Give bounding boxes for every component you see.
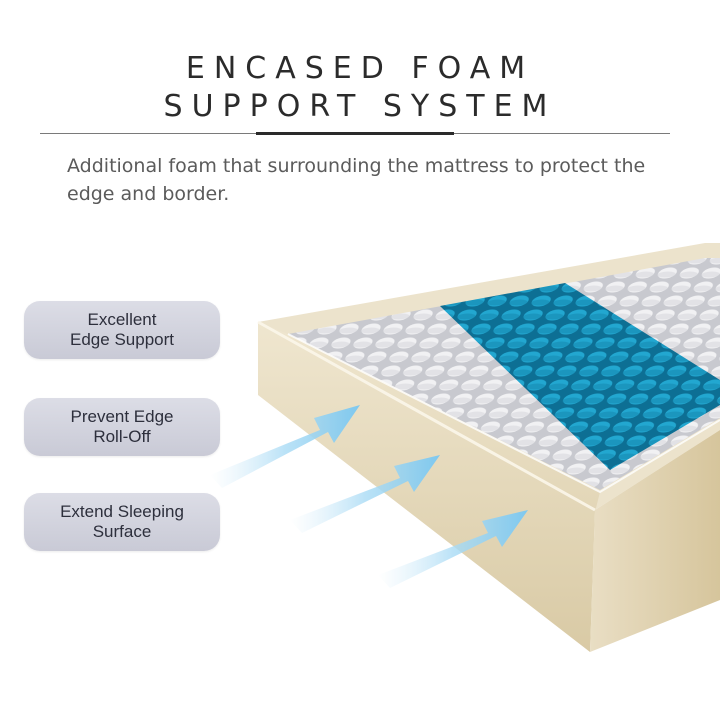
feature-label-line-1: Excellent — [87, 310, 157, 329]
arrow-icon — [290, 455, 440, 533]
feature-edge-support: Excellent Edge Support — [24, 301, 220, 359]
feature-label-line-2: Surface — [92, 522, 152, 541]
feature-label-line-1: Prevent Edge — [70, 407, 174, 426]
page-title: ENCASED FOAM SUPPORT SYSTEM — [0, 50, 720, 126]
arrow-icon — [378, 510, 528, 588]
title-divider-accent — [256, 132, 454, 135]
arrow-icon — [210, 405, 360, 488]
feature-extend-surface: Extend Sleeping Surface — [24, 493, 220, 551]
title-line-1: ENCASED FOAM — [185, 51, 535, 86]
description-text: Additional foam that surrounding the mat… — [67, 155, 646, 205]
feature-label-line-2: Edge Support — [70, 330, 174, 349]
foam-side-left — [258, 322, 600, 652]
feature-label-line-2: Roll-Off — [93, 427, 151, 446]
title-line-2: SUPPORT SYSTEM — [163, 89, 557, 124]
feature-prevent-roll-off: Prevent Edge Roll-Off — [24, 398, 220, 456]
coil-blue-zone — [440, 283, 720, 470]
foam-side-front — [590, 430, 720, 652]
feature-label-line-1: Extend Sleeping — [60, 502, 184, 521]
